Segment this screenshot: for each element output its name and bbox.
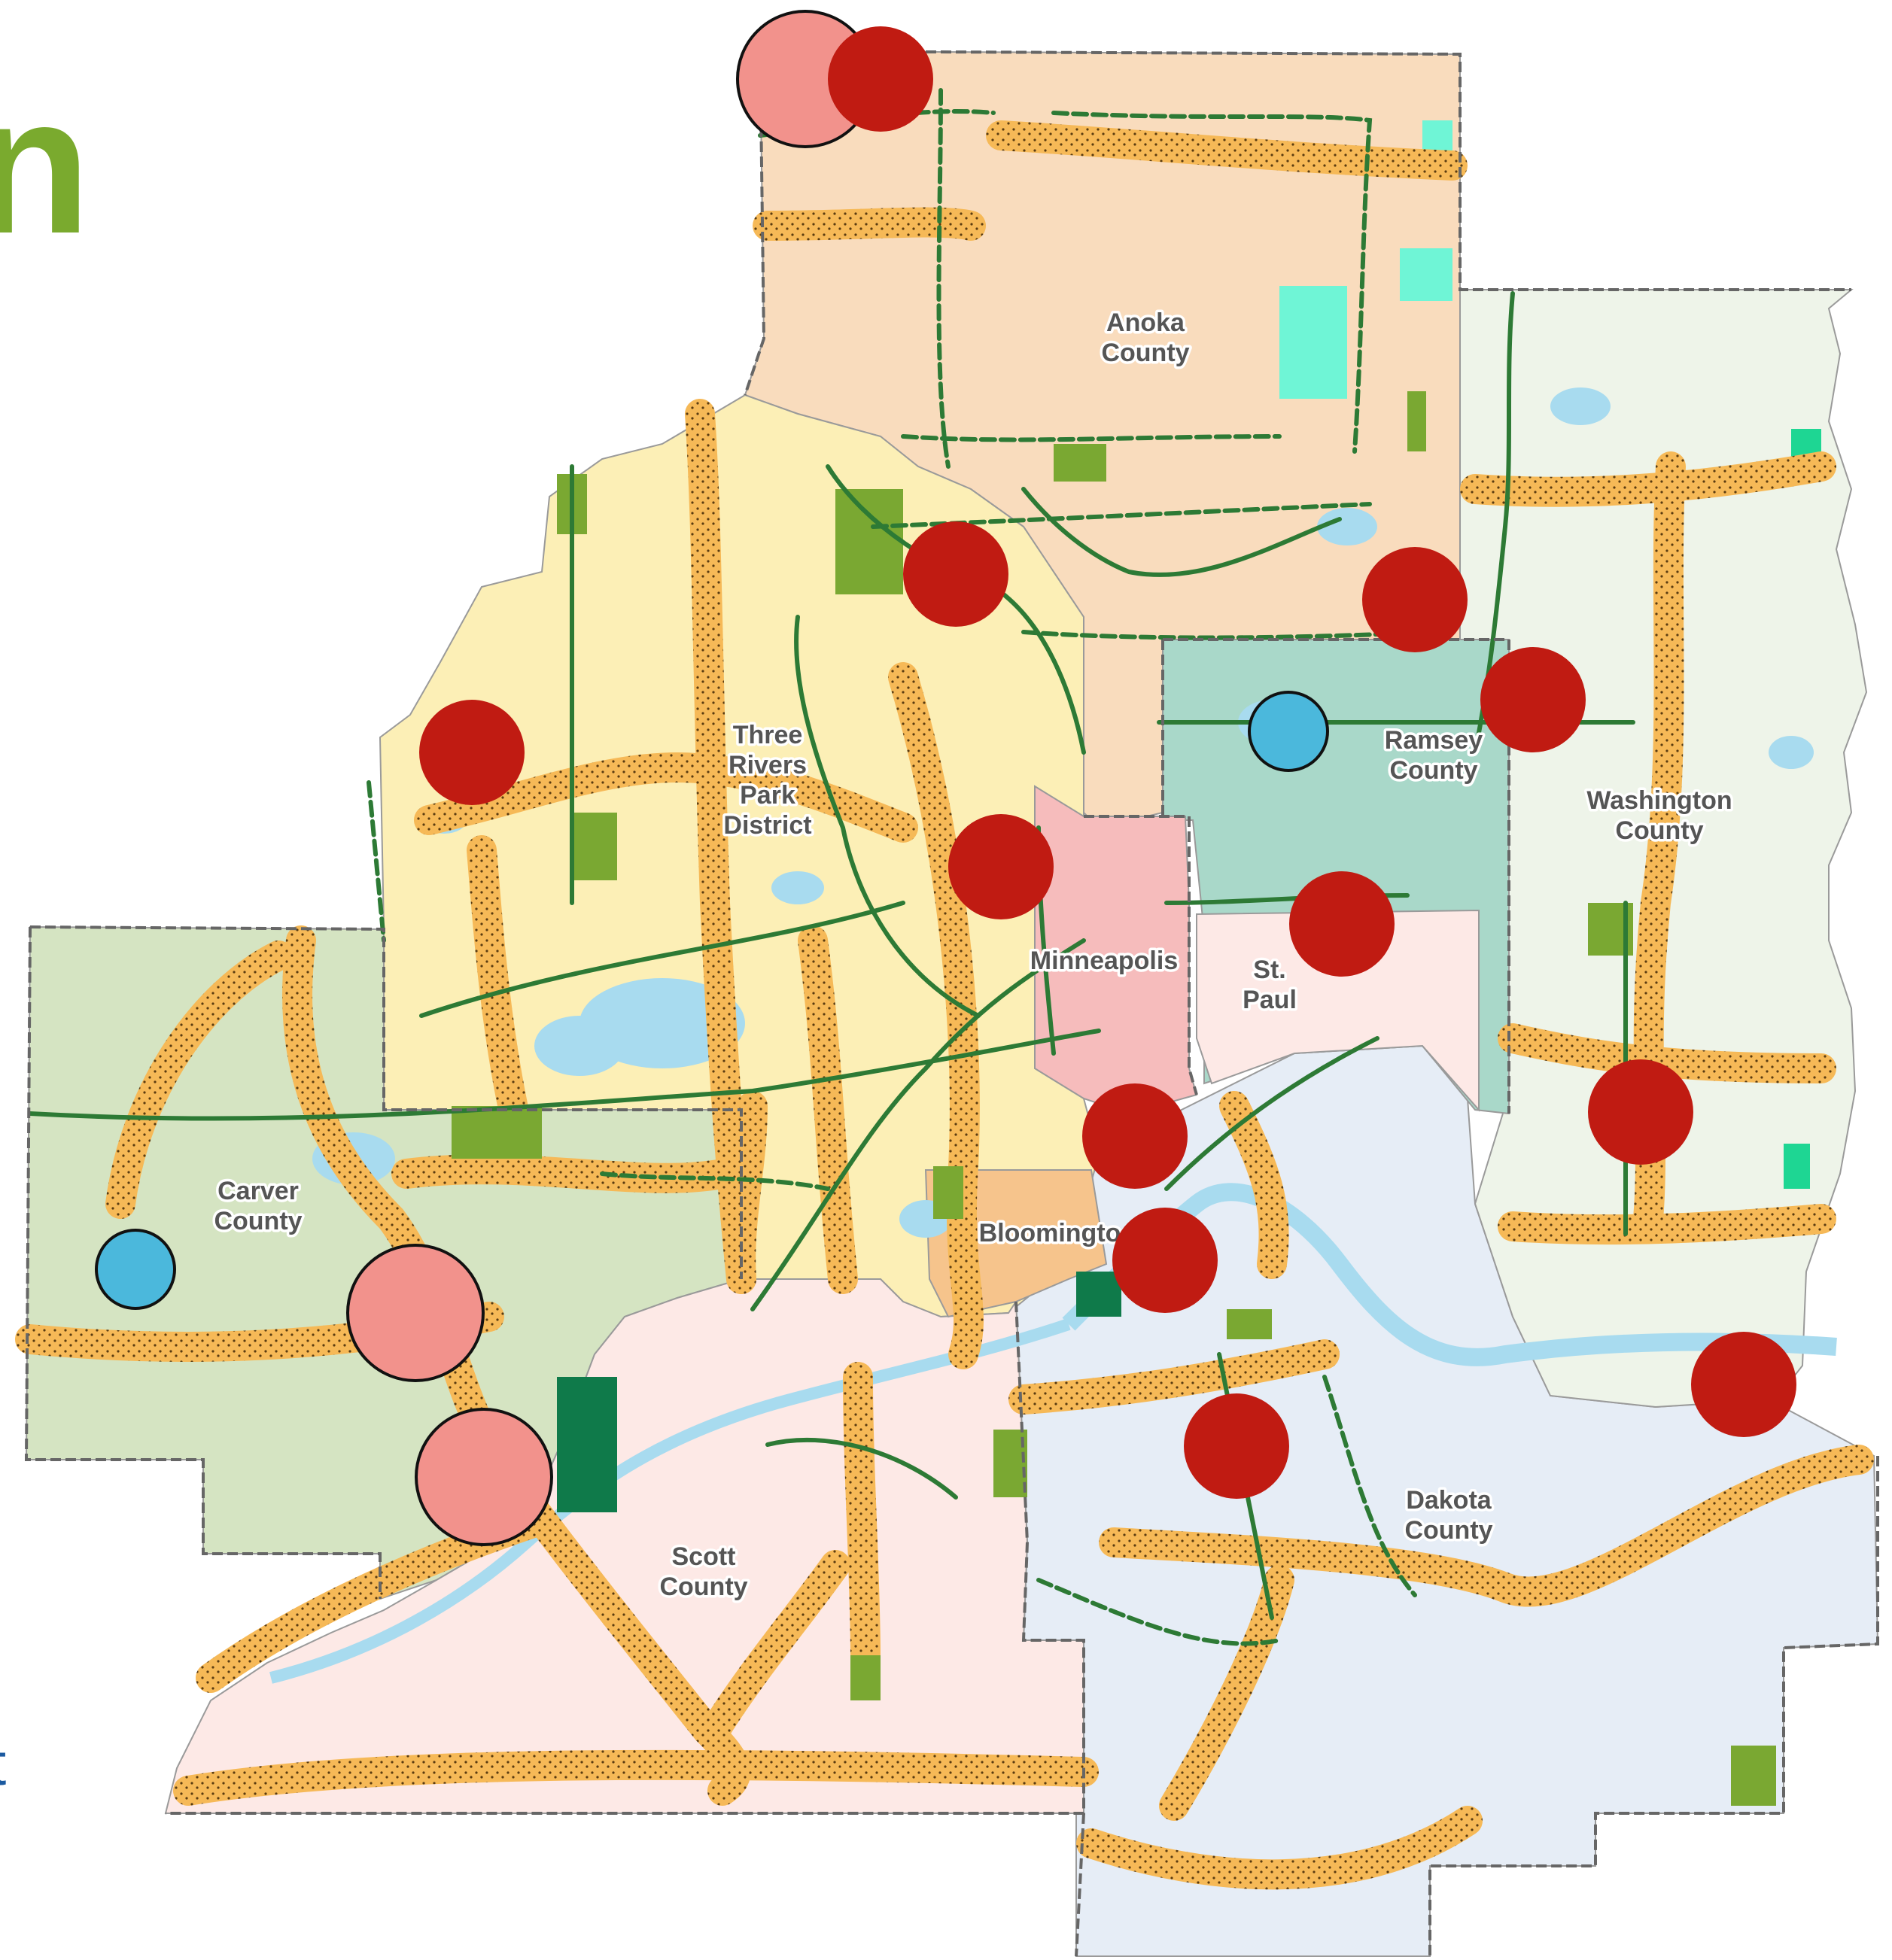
label-line: District (723, 811, 811, 840)
marker-dark-red[interactable] (419, 700, 525, 805)
marker-dark-red[interactable] (1480, 647, 1586, 752)
label-line: County (1389, 756, 1477, 785)
label-line: Scott (672, 1542, 736, 1571)
edge-text-fragment: t (0, 1731, 6, 1798)
label-line: Dakota (1406, 1486, 1492, 1515)
label-line: Washington (1586, 786, 1732, 815)
label-line: County (1615, 816, 1703, 845)
label-line: Three (733, 721, 803, 749)
marker-dark-red[interactable] (1112, 1208, 1218, 1313)
marker-dark-red[interactable] (1362, 547, 1468, 652)
marker-dark-red[interactable] (1691, 1332, 1796, 1437)
label-bloomington: Bloomingto (979, 1219, 1121, 1247)
marker-dark-red[interactable] (1588, 1059, 1693, 1165)
label-line: County (1101, 339, 1189, 367)
label-line: Paul (1243, 986, 1297, 1014)
marker-dark-red[interactable] (1082, 1083, 1188, 1189)
marker-dark-red[interactable] (948, 814, 1054, 919)
label-line: Minneapolis (1030, 947, 1178, 975)
label-line: County (1404, 1516, 1492, 1545)
label-minneapolis: Minneapolis (1030, 947, 1178, 975)
label-line: Carver (217, 1177, 299, 1205)
label-line: Park (740, 781, 795, 810)
label-line: Anoka (1106, 308, 1185, 337)
label-line: Bloomingto (979, 1219, 1121, 1247)
marker-blue[interactable] (1248, 691, 1329, 772)
label-st-paul: St.Paul (1243, 956, 1297, 1014)
marker-blue[interactable] (95, 1229, 176, 1310)
marker-dark-red[interactable] (1184, 1393, 1289, 1499)
label-line: Ramsey (1385, 726, 1483, 755)
marker-dark-red[interactable] (1289, 871, 1395, 977)
marker-dark-red[interactable] (903, 521, 1008, 627)
marker-salmon[interactable] (346, 1244, 485, 1382)
jurisdiction-boundaries (24, 50, 1879, 1957)
label-line: St. (1253, 956, 1285, 984)
marker-salmon[interactable] (415, 1408, 553, 1546)
marker-dark-red[interactable] (828, 26, 933, 132)
label-line: County (659, 1573, 747, 1601)
label-line: County (214, 1207, 302, 1235)
label-line: Rivers (729, 751, 807, 779)
regional-parks (452, 391, 1776, 1806)
markers (95, 10, 1796, 1546)
edge-title-fragment: n (0, 56, 91, 275)
